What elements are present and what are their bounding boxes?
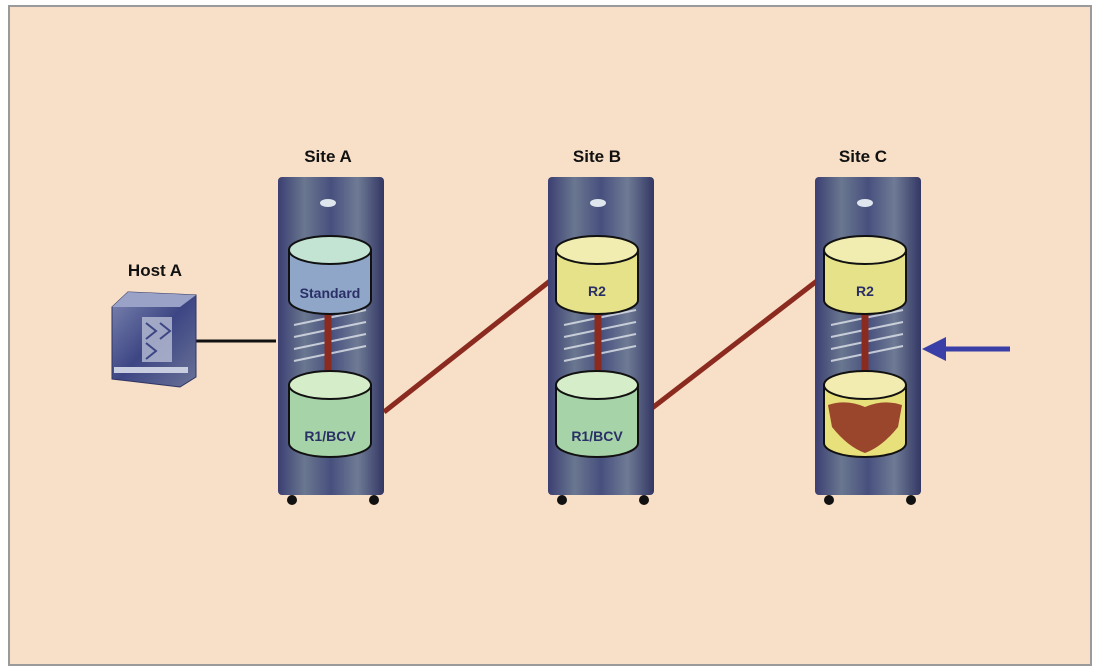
server-icon [111,291,197,388]
site-c: Site C R2 [815,147,921,505]
volume-r2: R2 [823,235,907,315]
volume-r1-bcv: R1/BCV [555,370,639,458]
site-label: Site C [839,147,887,166]
volume-label: R2 [588,283,606,299]
site-label: Site B [573,147,621,166]
volume-label: R1/BCV [571,428,623,444]
host-label: Host A [128,261,182,280]
volume-standard: Standard [288,235,372,315]
site-b: Site B R2 R1/BCV [548,147,654,505]
arrow-left-icon [922,337,1010,361]
volume-label: Standard [300,285,361,301]
volume-label: R1/BCV [304,428,356,444]
link-a-to-b [382,275,557,414]
volume-r1-bcv: R1/BCV [288,370,372,458]
site-label: Site A [304,147,352,166]
volume-r2: R2 [555,235,639,315]
volume-label: R2 [856,283,874,299]
replication-diagram: Host A Site A Standar [111,147,1010,505]
link-b-to-c [645,275,824,414]
volume-target [823,370,907,458]
host-a: Host A [111,261,197,388]
site-a: Site A Standard R1/BCV [278,147,384,505]
diagram-frame: Host A Site A Standar [8,5,1092,666]
